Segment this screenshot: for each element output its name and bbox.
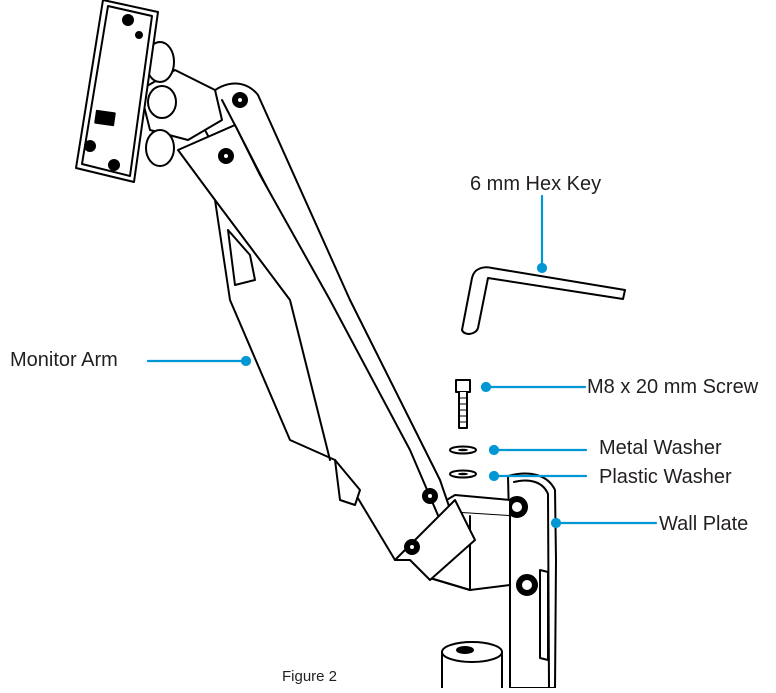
m8-screw [455,379,471,429]
hex-key [461,266,626,335]
leader-lines [146,194,658,529]
label-monitor-arm: Monitor Arm [10,349,118,371]
vesa-plate [75,0,159,183]
arm-lower [177,124,441,561]
base-post [441,641,503,689]
arm-linkage [394,488,476,581]
label-metal-washer: Metal Washer [599,437,722,459]
label-plastic-washer: Plastic Washer [599,466,732,488]
wall-plate [506,472,557,689]
label-screw: M8 x 20 mm Screw [587,376,759,398]
label-wall-plate: Wall Plate [659,513,749,535]
figure-caption: Figure 2 [282,668,338,685]
metal-washer [449,445,477,455]
label-hex-key: 6 mm Hex Key [470,173,602,195]
plastic-washer [449,469,477,479]
